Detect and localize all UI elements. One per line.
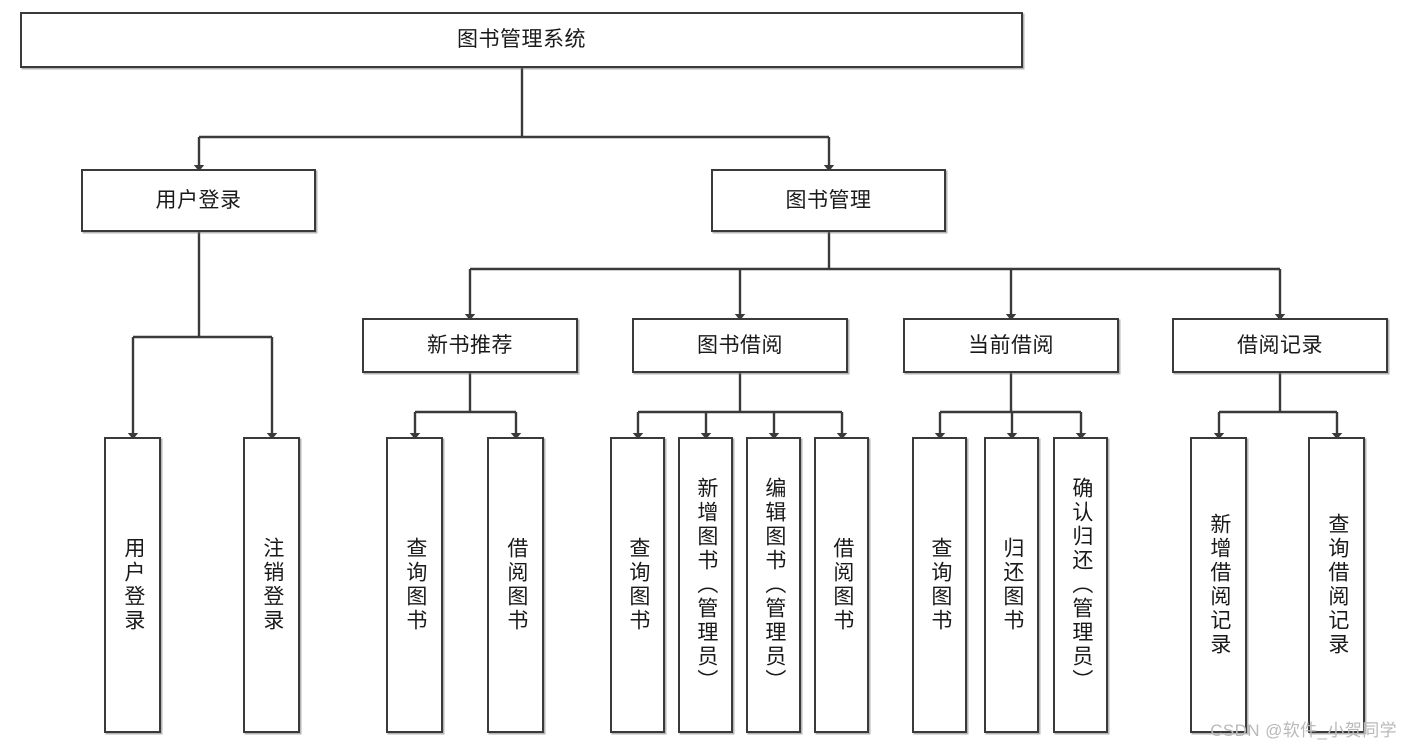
- node-label: 查询借阅记录: [1325, 513, 1349, 657]
- node-label: 借阅记录: [1237, 333, 1323, 357]
- node-label: 图书借阅: [697, 333, 783, 357]
- node-label: 新书推荐: [427, 333, 513, 357]
- node-leaf-borrow-book-1[interactable]: 借阅图书: [487, 437, 544, 733]
- node-leaf-confirm-return[interactable]: 确认归还（管理员）: [1053, 437, 1108, 733]
- node-label: 查询图书: [403, 537, 427, 633]
- node-label: 查询图书: [928, 537, 952, 633]
- node-book-manage[interactable]: 图书管理: [711, 169, 946, 232]
- node-label: 图书管理系统: [457, 28, 586, 52]
- node-leaf-query-borrow-record[interactable]: 查询借阅记录: [1308, 437, 1365, 733]
- node-label: 查询图书: [626, 537, 650, 633]
- node-label: 新增借阅记录: [1207, 513, 1231, 657]
- node-leaf-query-book-2[interactable]: 查询图书: [610, 437, 665, 733]
- node-label: 借阅图书: [830, 537, 854, 633]
- node-borrow-record[interactable]: 借阅记录: [1172, 318, 1388, 373]
- node-root[interactable]: 图书管理系统: [20, 12, 1023, 68]
- node-leaf-user-logout[interactable]: 注销登录: [243, 437, 300, 733]
- node-label: 归还图书: [1000, 537, 1024, 633]
- node-label: 用户登录: [121, 537, 145, 633]
- node-book-borrow[interactable]: 图书借阅: [632, 318, 848, 373]
- node-label: 图书管理: [785, 188, 872, 212]
- node-leaf-add-borrow-record[interactable]: 新增借阅记录: [1190, 437, 1247, 733]
- node-label: 新增图书（管理员）: [694, 477, 718, 693]
- node-label: 用户登录: [155, 188, 242, 212]
- node-current-borrow[interactable]: 当前借阅: [903, 318, 1119, 373]
- node-leaf-edit-book[interactable]: 编辑图书（管理员）: [746, 437, 801, 733]
- node-leaf-user-login[interactable]: 用户登录: [104, 437, 161, 733]
- node-label: 注销登录: [260, 537, 284, 633]
- node-new-book-recommend[interactable]: 新书推荐: [362, 318, 578, 373]
- node-leaf-borrow-book-2[interactable]: 借阅图书: [814, 437, 869, 733]
- node-label: 确认归还（管理员）: [1069, 477, 1093, 693]
- node-leaf-return-book[interactable]: 归还图书: [984, 437, 1039, 733]
- node-leaf-query-book-1[interactable]: 查询图书: [386, 437, 443, 733]
- node-label: 编辑图书（管理员）: [762, 477, 786, 693]
- node-label: 当前借阅: [968, 333, 1054, 357]
- node-leaf-query-book-3[interactable]: 查询图书: [912, 437, 967, 733]
- node-label: 借阅图书: [504, 537, 528, 633]
- node-user-login[interactable]: 用户登录: [81, 169, 316, 232]
- watermark-text: CSDN @软件_小贺同学: [1210, 721, 1397, 740]
- node-leaf-add-book[interactable]: 新增图书（管理员）: [678, 437, 733, 733]
